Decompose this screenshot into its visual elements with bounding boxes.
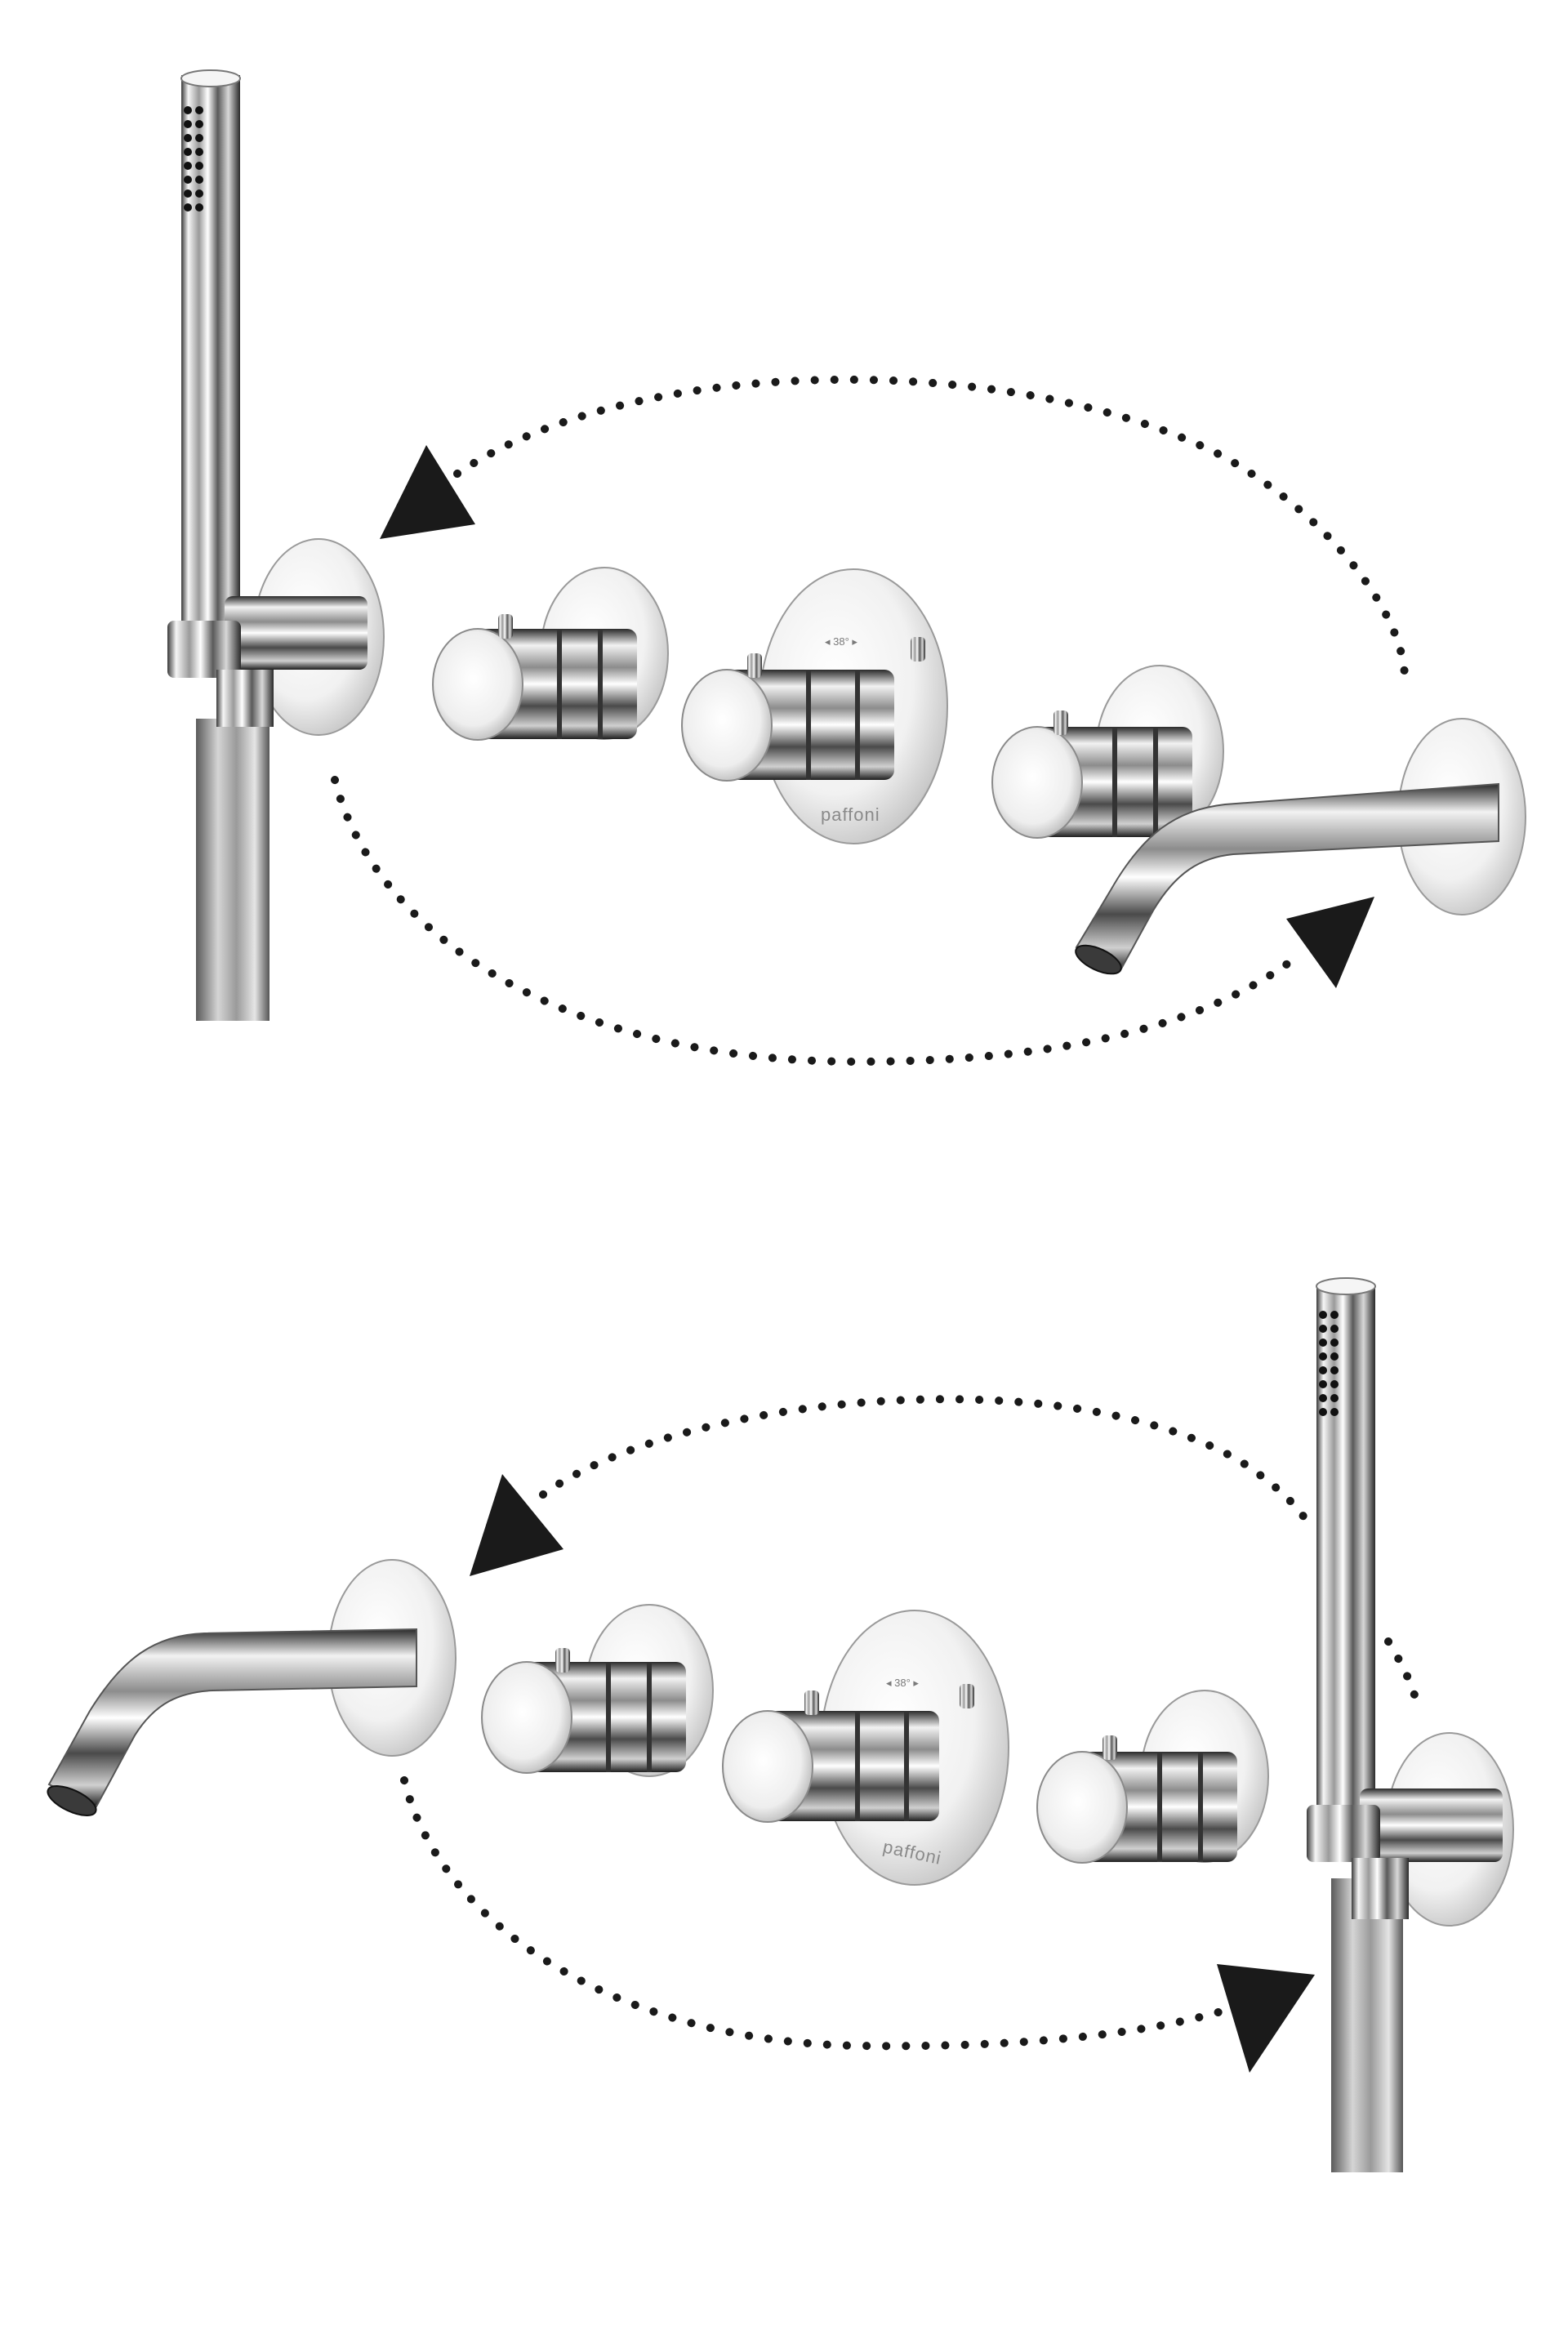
bath-spout [1075, 718, 1526, 975]
knob-lever [498, 614, 513, 639]
knob-lever [1102, 1735, 1117, 1760]
knob-face [432, 628, 523, 741]
knob-lever [747, 653, 762, 678]
hose-connector [216, 670, 274, 727]
spray-nozzles [1319, 1311, 1339, 1416]
diverter-control [432, 567, 669, 741]
holder-body [1360, 1788, 1503, 1862]
diverter-control [1036, 1690, 1269, 1864]
arrow-triangle-icon [1286, 897, 1374, 988]
scale-label: ◂ 38° ▸ [886, 1677, 919, 1689]
diverter-control [991, 665, 1224, 839]
arrow-triangle-icon [1217, 1964, 1315, 2073]
shower-head-top [180, 69, 241, 87]
knob-face [681, 669, 773, 782]
knob-lever [960, 1684, 974, 1708]
knob-lever [1054, 710, 1068, 735]
dotted-path-icon [331, 776, 1303, 1067]
brand-label: paffoni [821, 804, 880, 825]
hose-connector [1352, 1858, 1409, 1919]
configuration-bottom: ◂ 38° ▸ paffoni [47, 1277, 1514, 2172]
spray-nozzles [184, 106, 203, 212]
spout-pipe [47, 1628, 417, 1808]
knob-lever [804, 1690, 819, 1715]
hand-shower [1307, 1277, 1514, 2172]
shower-head-top [1316, 1277, 1376, 1295]
shower-handle [1316, 1284, 1375, 1823]
holder-bracket [167, 621, 241, 678]
dotted-path-icon [400, 1776, 1233, 2051]
bath-spout [47, 1559, 457, 1816]
knob-face [991, 726, 1083, 839]
spout-outlet [1075, 944, 1122, 975]
dotted-path-icon [539, 1395, 1315, 1531]
arrow-triangle-icon [470, 1474, 564, 1576]
knob-lever [911, 637, 925, 662]
holder-bracket [1307, 1805, 1380, 1862]
thermostatic-control: ◂ 38° ▸ paffoni [681, 568, 948, 844]
diverter-control [481, 1604, 714, 1777]
knob-face [1036, 1751, 1128, 1864]
hose [196, 719, 270, 1021]
knob-face [722, 1710, 813, 1823]
hose [1331, 1878, 1403, 2172]
shower-handle [181, 75, 240, 647]
scale-label: ◂ 38° ▸ [825, 635, 858, 648]
configuration-top: ◂ 38° ▸ paffoni [167, 69, 1526, 1067]
thermostatic-control: ◂ 38° ▸ paffoni [722, 1610, 1009, 1886]
spout-pipe [1075, 782, 1499, 972]
arrow-triangle-icon [380, 445, 475, 539]
hand-shower [167, 69, 385, 1021]
knob-lever [555, 1648, 570, 1673]
dotted-path-icon [1384, 1637, 1421, 1711]
holder-body [225, 596, 368, 670]
spout-outlet [47, 1785, 97, 1816]
knob-face [481, 1661, 572, 1774]
